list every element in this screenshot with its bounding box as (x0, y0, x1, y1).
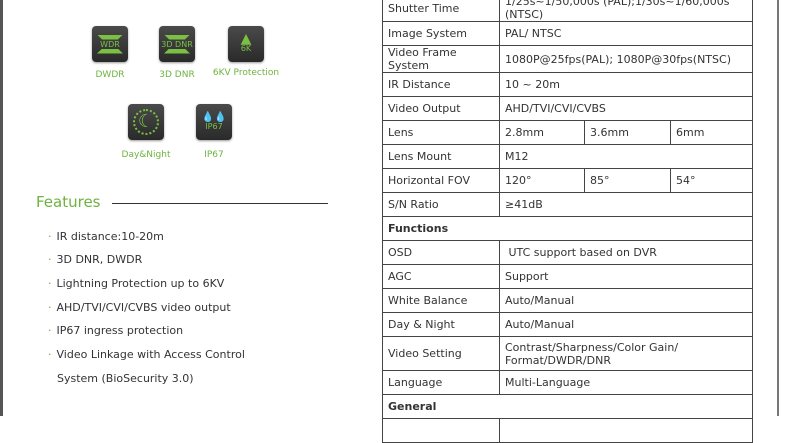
page-left-border (0, 0, 3, 416)
feature-item: ·Video Linkage with Access Control (48, 348, 245, 361)
3d-dnr-icon: 3D DNR (159, 26, 195, 62)
wdr-icon: WDR (92, 26, 128, 62)
table-cell: White Balance (382, 288, 500, 313)
icon-label-3d-dnr: 3D DNR (159, 70, 195, 80)
page-right-border (777, 0, 779, 416)
table-cell: OSD (382, 240, 500, 265)
table-cell: UTC support based on DVR (499, 240, 753, 265)
table-cell: Contrast/Sharpness/Color Gain/Format/DWD… (499, 336, 753, 371)
table-cell: Day & Night (382, 312, 500, 337)
table-cell: AHD/TVI/CVI/CVBS (499, 96, 753, 121)
feature-item: ·IP67 ingress protection (48, 324, 184, 337)
table-cell: 120° (499, 168, 585, 193)
table-cell: General (382, 394, 753, 419)
table-cell: 1080P@25fps(PAL); 1080P@30fps(NTSC) (499, 45, 753, 73)
6kv-glyph: 6K (240, 44, 252, 53)
feature-item: ·AHD/TVI/CVI/CVBS video output (48, 301, 231, 314)
features-divider (112, 203, 328, 204)
section-row-functions: Functions (382, 216, 753, 241)
table-cell: Video Output (382, 96, 500, 121)
table-cell: 85° (584, 168, 671, 193)
table-cell: 2.8mm (499, 120, 585, 145)
ip67-icon: 💧💧IP67 (196, 104, 232, 140)
table-cell: PAL/ NTSC (499, 21, 753, 46)
table-cell: ≥41dB (499, 192, 753, 217)
table-cell: Horizontal FOV (382, 168, 500, 193)
icon-label-6kv: 6KV Protection (212, 68, 280, 78)
features-heading: Features (36, 193, 101, 211)
table-cell: Video Setting (382, 336, 500, 371)
table-cell: Image System (382, 21, 500, 46)
icon-label-day-night: Day&Night (121, 150, 171, 160)
table-cell: Shutter Time (382, 0, 500, 22)
table-cell: S/N Ratio (382, 192, 500, 217)
section-row-general: General (382, 394, 753, 419)
ip67-glyph: IP67 (205, 122, 223, 131)
table-cell: 10 ~ 20m (499, 72, 753, 97)
table-cell: Auto/Manual (499, 312, 753, 337)
table-cell: Video Frame System (382, 45, 500, 73)
table-row (382, 418, 753, 443)
table-cell: Auto/Manual (499, 288, 753, 313)
feature-item-continuation: System (BioSecurity 3.0) (57, 372, 194, 385)
3d-dnr-glyph: 3D DNR (161, 39, 193, 49)
day-night-icon: ☾ (128, 104, 164, 140)
table-cell: 3.6mm (584, 120, 671, 145)
icon-label-dwdr: DWDR (95, 70, 125, 80)
table-cell: Lens Mount (382, 144, 500, 169)
icon-label-ip67: IP67 (204, 150, 224, 160)
feature-item: ·IR distance:10-20m (48, 230, 164, 243)
table-cell: M12 (499, 144, 753, 169)
day-night-glyph: ☾ (133, 109, 159, 135)
table-cell: 1/25s~1/50,000s (PAL);1/30s~1/60,000s (N… (499, 0, 753, 22)
table-cell: 54° (670, 168, 753, 193)
table-cell: 6mm (670, 120, 753, 145)
table-cell (499, 418, 753, 443)
table-cell: Multi-Language (499, 370, 753, 395)
table-cell: IR Distance (382, 72, 500, 97)
table-row: S/N Ratio≥41dB (382, 192, 753, 217)
feature-item: ·Lightning Protection up to 6KV (48, 277, 225, 290)
table-cell: Lens (382, 120, 500, 145)
feature-item: ·3D DNR, DWDR (48, 253, 143, 266)
table-row: OSD UTC support based on DVR (382, 240, 753, 265)
lightning-protection-icon: ▲6K (228, 26, 264, 62)
table-cell: Functions (382, 216, 753, 241)
table-cell (382, 418, 500, 443)
wdr-glyph: WDR (100, 39, 120, 49)
table-cell: Language (382, 370, 500, 395)
table-cell: Support (499, 264, 753, 289)
table-cell: AGC (382, 264, 500, 289)
